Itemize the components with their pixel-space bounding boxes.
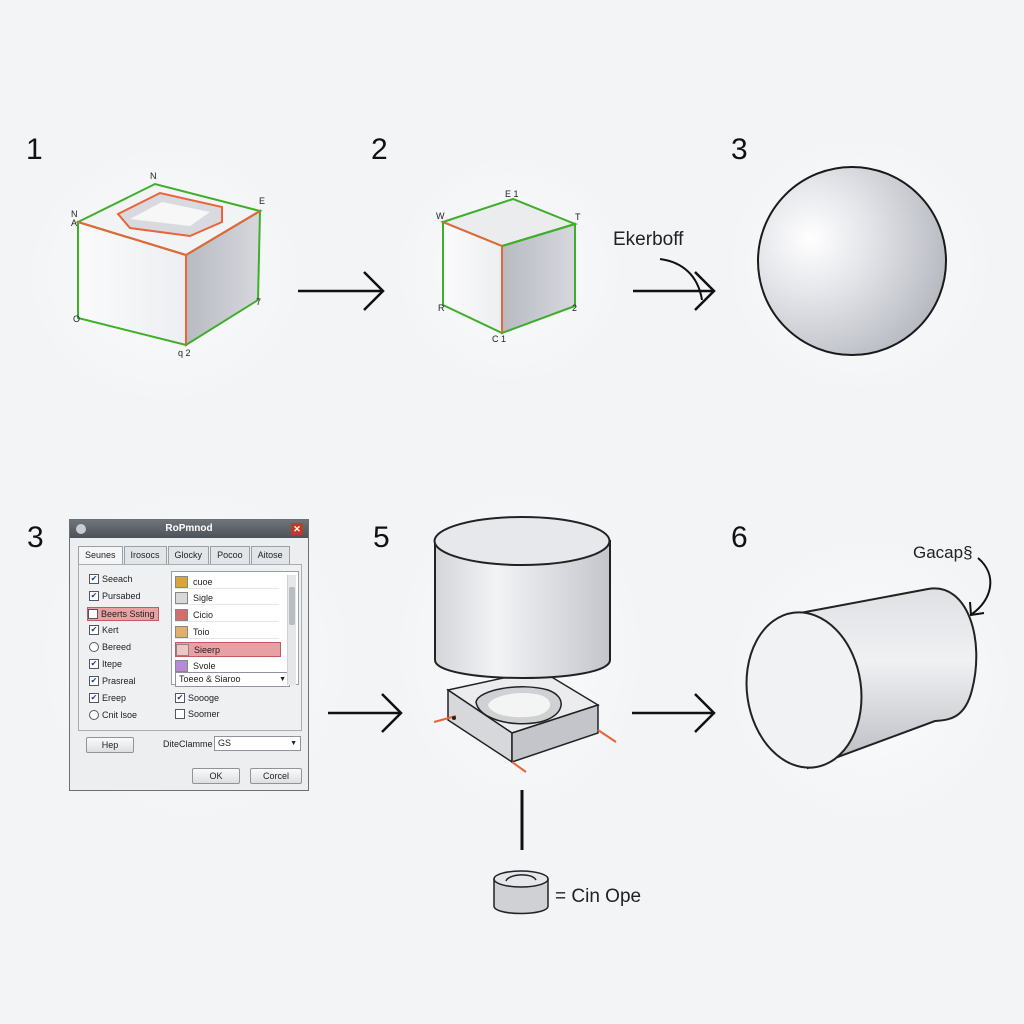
help-button[interactable]: Hep [86,737,134,753]
arrow-label-6: Gacap§ [913,543,973,562]
sphere [757,166,947,356]
option-5[interactable]: ✔Itepe [89,659,123,669]
tab-3[interactable]: Glocky [167,546,210,564]
vertex-label: R [438,303,445,313]
vertex-label: W [436,211,445,221]
option-7[interactable]: ✔Ereep [89,693,127,703]
cylinder-lying [745,587,978,770]
close-icon[interactable]: ✕ [291,523,303,535]
tab-bar: Seunes Irosocs Glocky Pocoo Aitose [78,546,291,564]
list-dropdown[interactable]: Toeeo & Siaroo▼ [175,672,290,687]
arrow-1-2 [298,271,385,311]
checkbox[interactable]: ✔ [89,625,99,635]
option-3[interactable]: ✔Kert [89,625,119,635]
tab-4[interactable]: Pocoo [210,546,250,564]
vertex-label: E 1 [505,189,519,199]
step-number-5: 5 [373,521,390,554]
arrow-2-3 [633,258,716,311]
cylinder-upright [433,516,611,679]
checkbox[interactable]: ✔ [89,659,99,669]
option-2[interactable]: Beerts Ssting [87,607,159,621]
scrollbar[interactable] [287,575,296,685]
option-4[interactable]: Bereed [89,641,131,653]
base-block [433,669,617,773]
arrow-4-5 [328,693,403,733]
vertex-label: T [575,212,581,222]
vertex-label: N [150,171,157,181]
check-a[interactable]: ✔Soooge [175,693,220,703]
vertex-label: 2 [572,303,578,313]
combo-field[interactable]: GS▼ [214,736,301,751]
tab-5[interactable]: Aitose [250,546,290,564]
step-number-1: 1 [26,133,43,166]
checkbox[interactable] [88,609,98,619]
arrow-5-6 [632,693,716,733]
chevron-down-icon: ▼ [290,740,297,747]
app-icon [76,524,86,534]
vertex-label: q 2 [178,348,191,358]
settings-dialog: RoPmnod ✕ Seunes Irosocs Glocky Pocoo Ai… [69,519,309,791]
list-item[interactable]: Sigle [175,591,279,605]
radio[interactable] [89,710,99,720]
vertex-label: E [259,196,266,206]
list-item[interactable]: Svole [175,659,279,673]
chevron-down-icon: ▼ [279,676,286,683]
cancel-button[interactable]: Corcel [250,768,302,784]
scroll-thumb[interactable] [289,587,295,625]
step-number-4: 3 [27,521,44,554]
dialog-title: RoPmnod [165,523,213,534]
option-0[interactable]: ✔Seeach [89,574,133,584]
checkbox[interactable]: ✔ [175,693,185,703]
vertex-label: N A [71,209,78,228]
checkbox[interactable]: ✔ [89,591,99,601]
option-6[interactable]: ✔Prasreal [89,676,136,686]
solid-cube [440,197,579,335]
list-item[interactable]: Cicio [175,608,279,622]
radio[interactable] [89,642,99,652]
checkbox[interactable] [175,709,185,719]
tab-2[interactable]: Irosocs [123,546,167,564]
vertex-label: O [73,314,81,324]
list-item-selected[interactable]: Sieerp [175,642,281,657]
item-list: cuoe Sigle Cicio Toio Sieerp Svole Toeeo… [171,571,299,687]
ok-button[interactable]: OK [192,768,240,784]
dialog-titlebar: RoPmnod ✕ [70,520,308,538]
tab-1[interactable]: Seunes [78,546,123,564]
checkbox[interactable]: ✔ [89,676,99,686]
option-8[interactable]: Cnit lsoe [89,709,137,721]
step-number-6: 6 [731,521,748,554]
check-b[interactable]: Soomer [175,708,220,720]
hollow-cube [75,182,263,347]
checkbox[interactable]: ✔ [89,574,99,584]
options-panel: ✔Seeach ✔Pursabed Beerts Ssting ✔Kert Be… [78,564,302,731]
legend-shape [493,870,549,915]
list-item[interactable]: Toio [175,625,279,639]
legend-text: = Cin Ope [555,886,642,907]
list-item[interactable]: cuoe [175,575,279,589]
curved-arrow-6 [969,557,992,617]
option-1[interactable]: ✔Pursabed [89,591,141,601]
combo-label: DiteClamme [163,739,213,749]
vertex-label: C 1 [492,334,507,344]
step-number-3: 3 [731,133,748,166]
step-number-2: 2 [371,133,388,166]
vertex-label: 7 [256,297,262,307]
checkbox[interactable]: ✔ [89,693,99,703]
arrow-label-top: Ekerboff [613,229,684,250]
